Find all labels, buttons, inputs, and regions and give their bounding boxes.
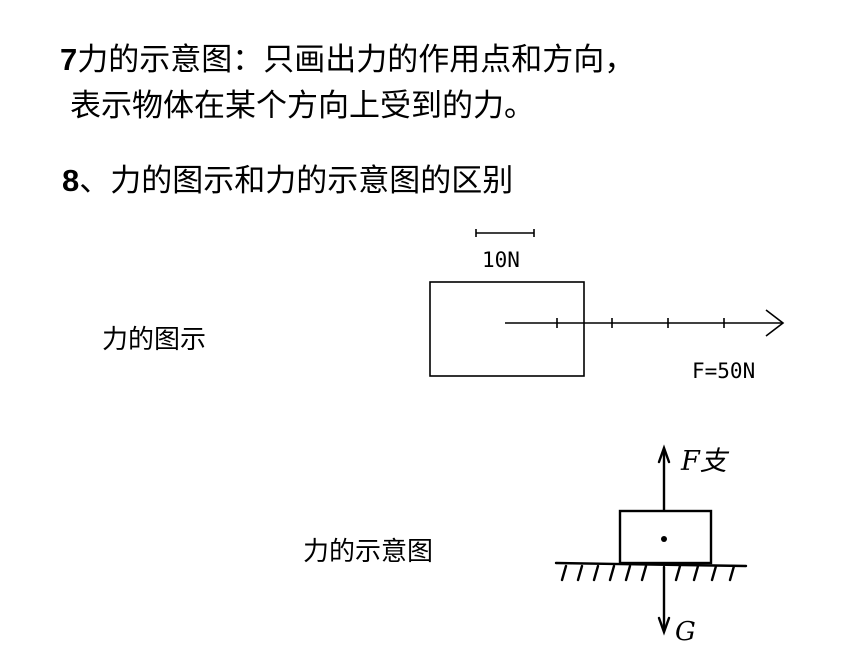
- ground-hatch: [576, 564, 584, 582]
- point-8-heading: 8、力的图示和力的示意图的区别: [62, 163, 513, 199]
- point-7-line-2: 表示物体在某个方向上受到的力。: [70, 88, 535, 124]
- gravity-label: G: [675, 617, 696, 645]
- ground-hatch: [640, 564, 648, 582]
- ground-hatch: [560, 564, 568, 582]
- object-box: [429, 281, 585, 377]
- point-8-number: 8: [62, 163, 80, 198]
- force-sketch-diagram: [554, 444, 748, 636]
- ground-line: [554, 561, 748, 568]
- ground-hatch: [692, 564, 700, 582]
- scale-label: 10N: [482, 248, 520, 272]
- point-7-text: 力的示意图：只画出力的作用点和方向，: [77, 42, 636, 78]
- force-arrowhead: [765, 309, 785, 337]
- ground-hatch: [728, 564, 736, 582]
- force-sketch-caption: 力的示意图: [303, 537, 434, 567]
- support-force-label: F支: [680, 446, 730, 477]
- gravity-arrowhead: [657, 616, 671, 636]
- point-8-text: 、力的图示和力的示意图的区别: [79, 163, 514, 199]
- ground-hatch: [608, 564, 616, 582]
- ground-hatch: [624, 564, 632, 582]
- center-of-gravity-dot: [661, 536, 667, 542]
- force-graphic-caption: 力的图示: [102, 325, 207, 355]
- ground-hatch: [674, 564, 682, 582]
- point-7-line-1: 7力的示意图：只画出力的作用点和方向，: [60, 42, 635, 78]
- point-7-number: 7: [60, 42, 78, 77]
- block: [618, 509, 713, 565]
- ground-hatch: [592, 564, 600, 582]
- support-force-arrowhead: [657, 444, 671, 464]
- force-value-label: F=50N: [692, 359, 755, 383]
- ground-hatch: [710, 564, 718, 582]
- force-graphic-diagram: [429, 229, 785, 377]
